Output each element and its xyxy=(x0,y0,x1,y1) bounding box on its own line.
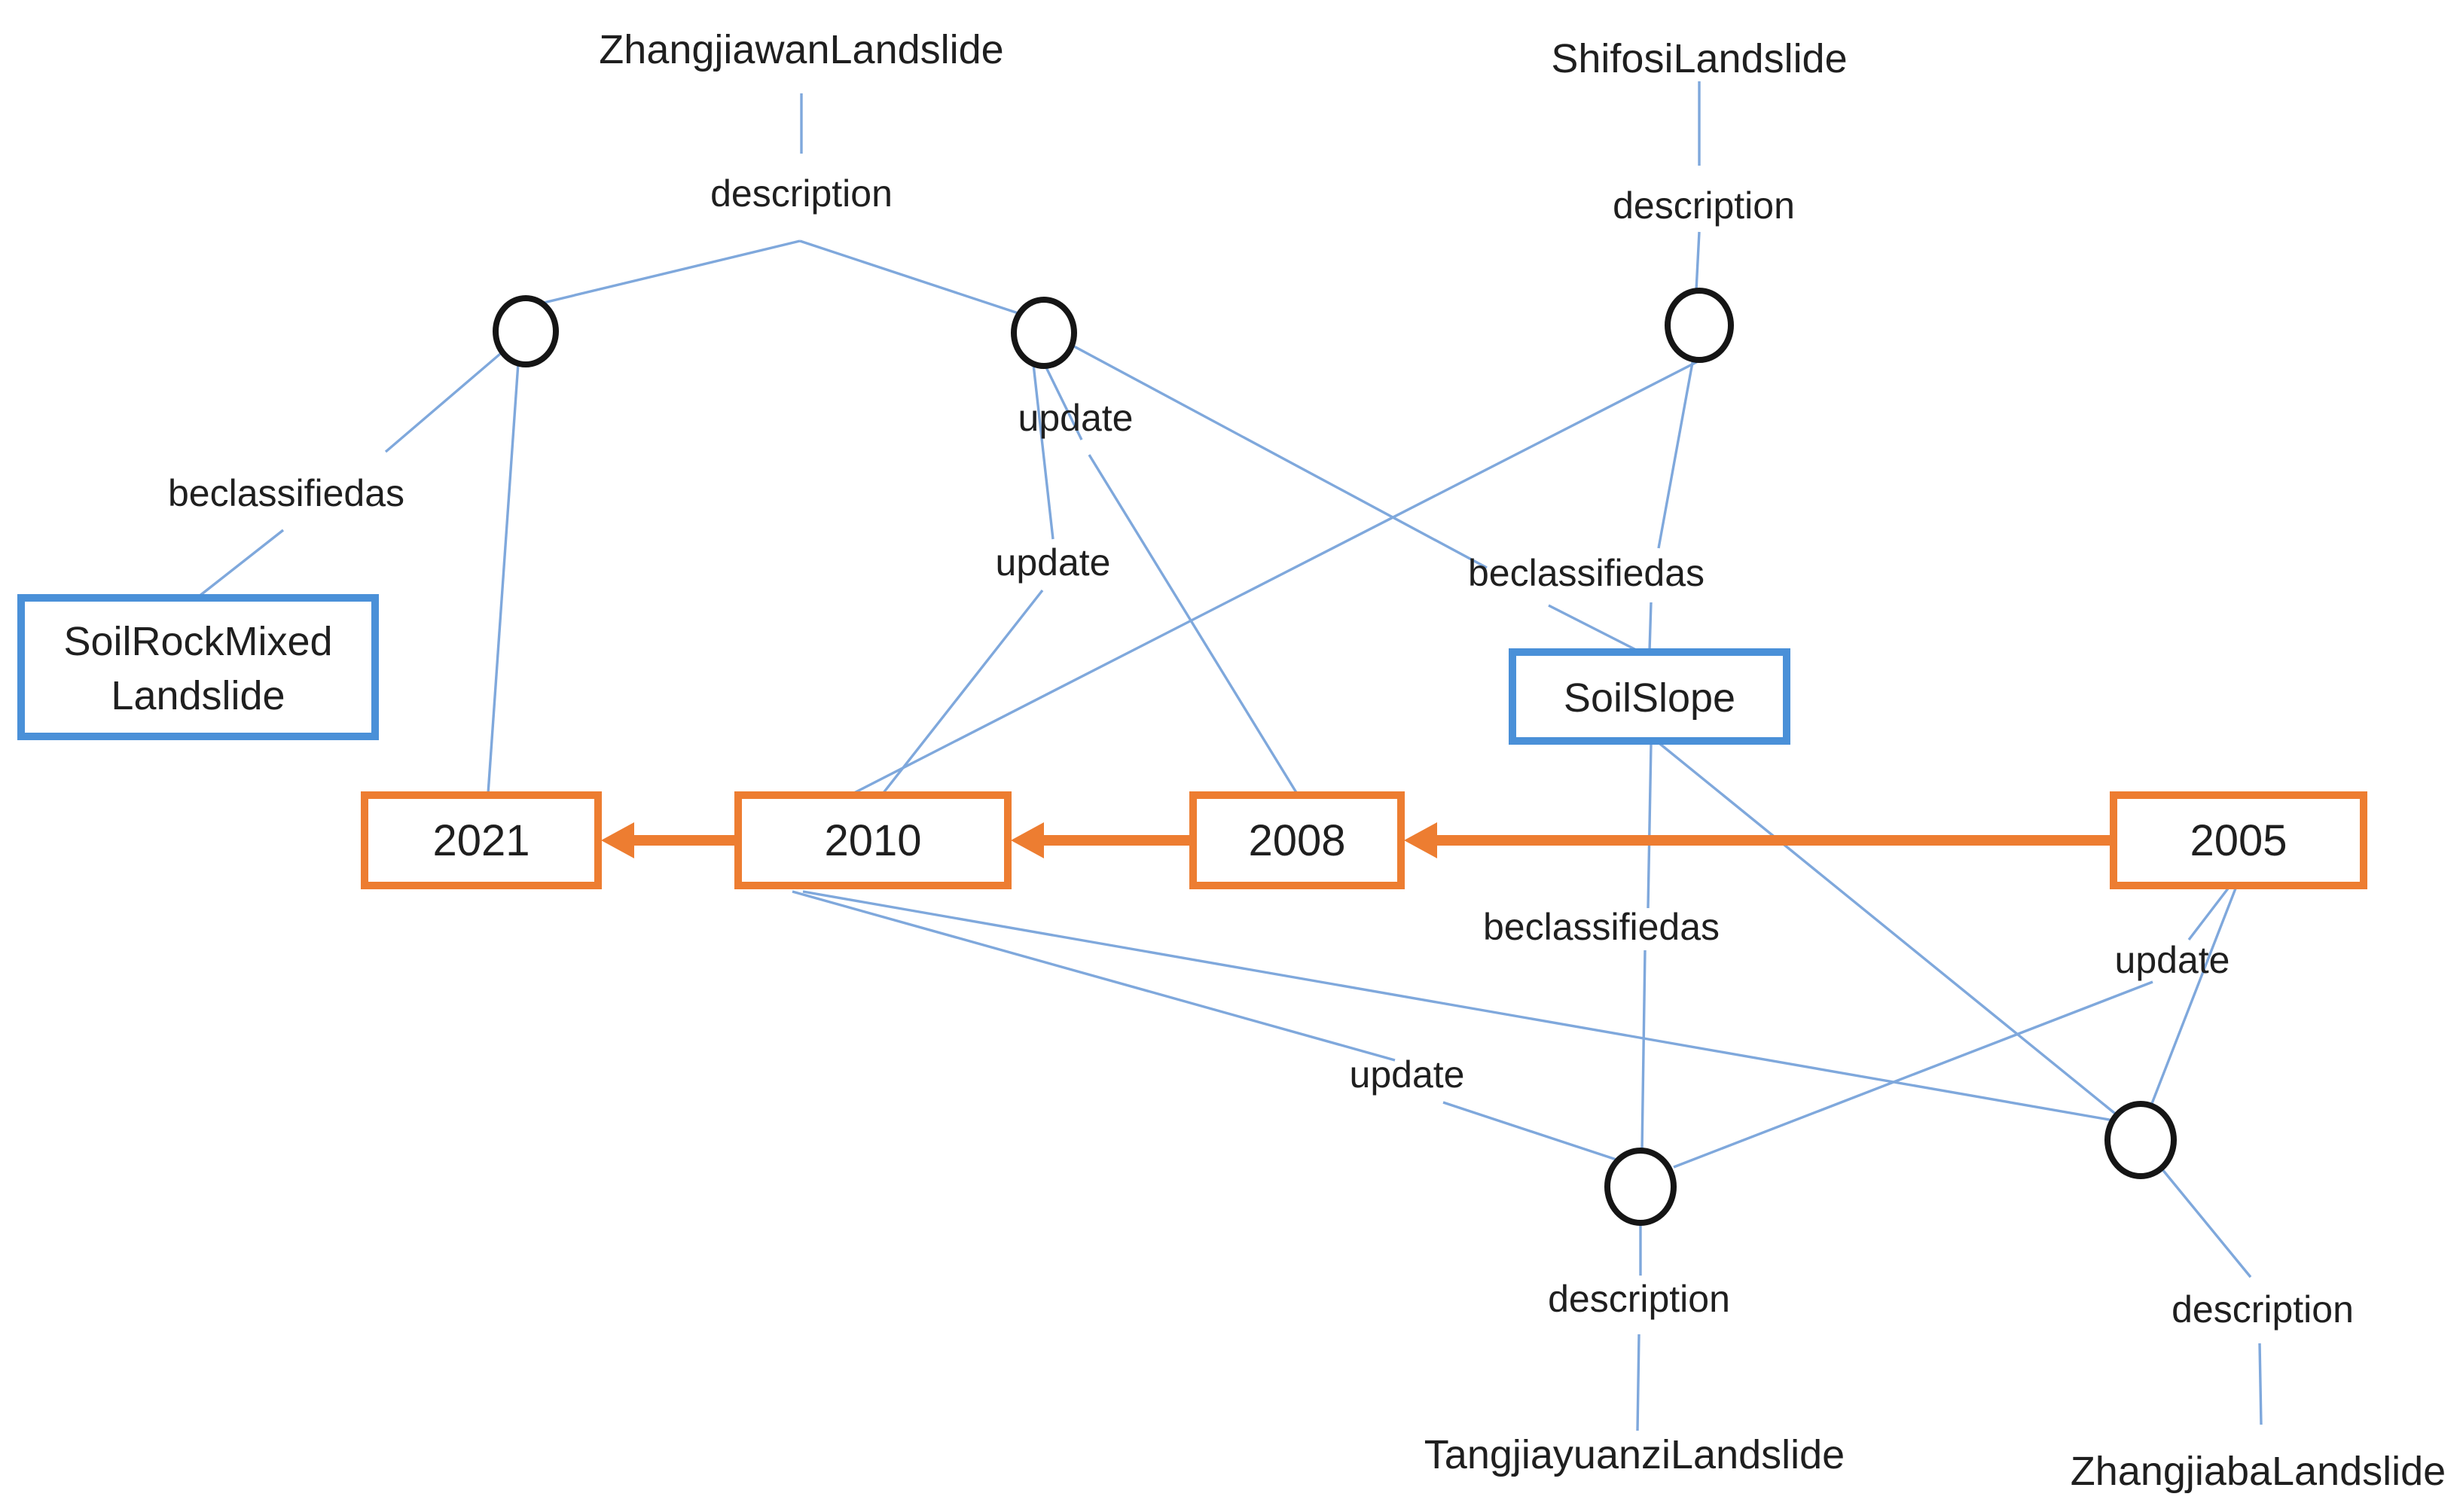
edge-line-node-right-to-2010 xyxy=(852,357,1705,795)
edge-line-description-br-to-zhangjiaba xyxy=(2258,1343,2263,1425)
edge-line-2005-to-node-bottom-right xyxy=(2150,888,2237,1106)
edge-line-2005-to-update-right xyxy=(2187,887,2230,941)
node-top-middle-circle xyxy=(1011,297,1077,369)
soilrockmixed-label-line1: SoilRockMixed xyxy=(63,619,332,664)
soilslope-label-line1: SoilSlope xyxy=(1564,675,1735,721)
edge-label-description-bottom-right: description xyxy=(2172,1288,2354,1331)
node-top-right-circle xyxy=(1665,288,1734,363)
arrow-2010-to-2021-head-icon xyxy=(601,822,634,858)
edge-label-beclassifiedas-top: beclassifiedas xyxy=(1468,552,1705,594)
edge-label-description-top-left: description xyxy=(710,172,893,215)
edge-line-node-middle-to-beclassifiedas-top xyxy=(1073,345,1488,569)
edge-label-beclassifiedas-lower: beclassifiedas xyxy=(1483,906,1720,948)
arrow-2008-to-2010-head-icon xyxy=(1011,822,1044,858)
edge-line-soilslope-to-node-bottom-right xyxy=(1659,742,2120,1117)
edge-line-node-left-to-beclassifiedas xyxy=(384,352,502,453)
entity-label-zhangjiawan: ZhangjiawanLandslide xyxy=(599,27,1003,72)
edge-line-description-tl-to-node-middle xyxy=(799,239,1019,315)
year-2008-box xyxy=(1189,791,1405,889)
edge-label-update-2: update xyxy=(996,541,1111,584)
node-bottom-right-circle xyxy=(2104,1101,2177,1179)
year-2008-label: 2008 xyxy=(1248,816,1345,865)
edge-label-beclassifiedas-left: beclassifiedas xyxy=(168,472,404,514)
soilrockmixed-label-line2: Landslide xyxy=(111,673,285,718)
node-bottom-left-circle xyxy=(1604,1148,1677,1226)
year-2021-box xyxy=(361,791,602,889)
edge-line-node-right-to-beclassifiedas-top xyxy=(1657,358,1695,549)
edge-line-beclassifiedas-top-to-soilslope xyxy=(1648,602,1653,651)
node-top-left-circle xyxy=(493,295,559,367)
year-2010-label: 2010 xyxy=(824,816,921,865)
edge-line-beclassifiedas-lower-to-node-bottom-left xyxy=(1640,950,1647,1151)
edge-line-description-tr-to-node-right xyxy=(1695,231,1701,291)
edge-label-update-right: update xyxy=(2115,939,2230,981)
edge-line-update1-to-2008 xyxy=(1088,454,1299,794)
edge-label-update-1: update xyxy=(1018,397,1134,439)
soilrockmixed-box xyxy=(17,594,379,740)
edge-line-node-middle-to-update2 xyxy=(1032,364,1054,540)
entity-label-tangjiayuanzi: TangjiayuanziLandslide xyxy=(1424,1432,1845,1477)
edge-line-2010-to-update-lower-left xyxy=(792,890,1396,1062)
year-2010-box xyxy=(734,791,1012,889)
edge-line-beclassifiedas-to-soilrockmixed xyxy=(197,529,285,598)
year-2021-label: 2021 xyxy=(432,816,530,865)
edge-line-update2-to-2010 xyxy=(881,589,1044,795)
edge-label-description-top-right: description xyxy=(1613,184,1795,227)
edge-line-node-middle-to-update1 xyxy=(1044,365,1083,440)
soilslope-box xyxy=(1509,648,1790,745)
entity-label-shifosi: ShifosiLandslide xyxy=(1551,36,1847,81)
edge-line-soilslope-to-beclassifiedas-lower xyxy=(1647,743,1653,909)
year-2005-box xyxy=(2110,791,2367,889)
edge-line-description-tl-to-node-left xyxy=(505,239,801,313)
edge-line-update-right-to-node-bottom-left xyxy=(1673,980,2153,1169)
edge-line-node-left-to-2021 xyxy=(487,362,520,794)
arrow-2005-to-2008-head-icon xyxy=(1404,822,1437,858)
edge-line-node-bottom-right-to-description xyxy=(2160,1167,2252,1279)
edge-line-update-lower-left-to-node-bottom-left xyxy=(1442,1101,1617,1161)
edge-line-beclassifiedas-top-to-soilslope-diag xyxy=(1548,604,1638,652)
edge-line-description-bl-to-tangjiayuanzi xyxy=(1636,1334,1640,1431)
year-2005-label: 2005 xyxy=(2190,816,2287,865)
edge-label-description-bottom-left: description xyxy=(1548,1278,1730,1320)
entity-label-zhangjiaba: ZhangjiabaLandslide xyxy=(2071,1449,2446,1494)
edge-label-update-lower-left: update xyxy=(1350,1053,1465,1096)
